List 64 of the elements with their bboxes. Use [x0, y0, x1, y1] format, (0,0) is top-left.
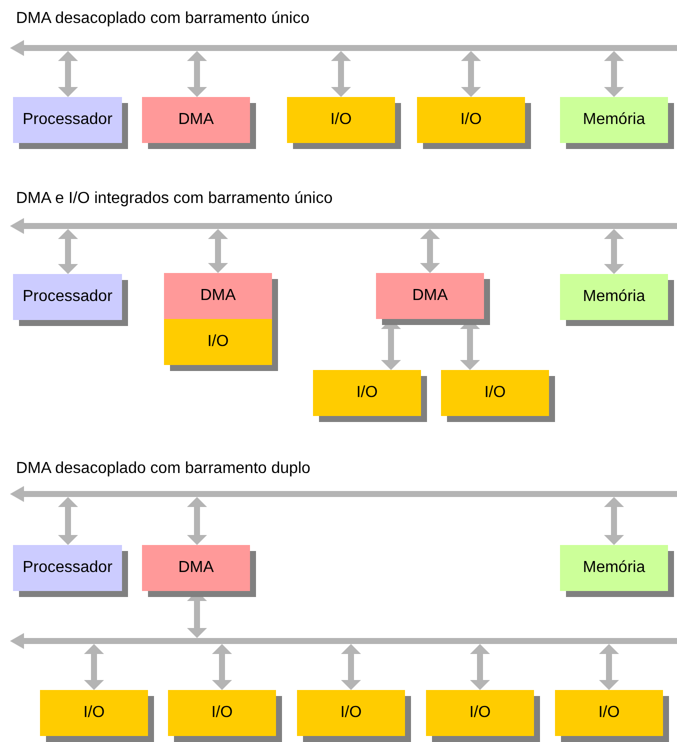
double-arrow [599, 644, 619, 690]
box-label: DMA [178, 559, 214, 577]
double-arrow [58, 229, 78, 274]
component-box [426, 690, 534, 736]
double-arrow [470, 644, 490, 690]
box-label: DMA [178, 111, 214, 129]
component-box [560, 97, 668, 143]
component-box [441, 370, 549, 416]
box-label: I/O [83, 704, 105, 722]
double-arrow [604, 51, 624, 97]
double-arrow [58, 497, 78, 545]
box-label: I/O [598, 704, 620, 722]
box-label: Processador [22, 559, 112, 577]
component-box [13, 97, 122, 143]
component-box [313, 370, 421, 416]
section-heading: DMA desacoplado com barramento duplo [16, 460, 310, 478]
box-label: I/O [330, 111, 352, 129]
double-arrow [208, 229, 228, 273]
box-label: I/O [460, 111, 482, 129]
component-box [142, 97, 250, 143]
box-label: Memória [582, 559, 646, 577]
component-box [164, 319, 272, 365]
box-label: DMA [412, 287, 448, 305]
component-box [13, 274, 122, 320]
component-box [417, 97, 525, 143]
double-arrow [461, 51, 481, 97]
double-arrow [341, 644, 361, 690]
box-label: Processador [22, 288, 112, 306]
box-label: I/O [211, 704, 233, 722]
box-label: I/O [340, 704, 362, 722]
box-label: Memória [582, 111, 646, 129]
component-box [376, 273, 484, 319]
double-arrow [420, 229, 440, 273]
double-arrow [604, 497, 624, 545]
double-arrow [212, 644, 232, 690]
double-arrow [331, 51, 351, 97]
box-label: I/O [484, 384, 506, 402]
section-heading: DMA e I/O integrados com barramento único [16, 190, 333, 208]
component-box [168, 690, 276, 736]
component-box [297, 690, 405, 736]
component-box [287, 97, 395, 143]
component-box [164, 273, 272, 319]
box-label: DMA [200, 287, 236, 305]
component-box [13, 545, 122, 591]
box-label: Memória [582, 288, 646, 306]
box-label: I/O [469, 704, 491, 722]
double-arrow [187, 51, 207, 97]
bus-bar [10, 633, 677, 649]
section-heading: DMA desacoplado com barramento único [16, 10, 310, 28]
double-arrow [58, 51, 78, 97]
bus-bar [10, 40, 677, 56]
double-arrow [84, 644, 104, 690]
bus-bar [10, 486, 677, 502]
box-label: Processador [22, 111, 112, 129]
component-box [560, 274, 668, 320]
component-box [40, 690, 148, 736]
box-label: I/O [356, 384, 378, 402]
double-arrow [604, 229, 624, 274]
component-box [560, 545, 668, 591]
bus-bar [10, 218, 677, 234]
component-box [555, 690, 663, 736]
double-arrow [187, 497, 207, 545]
component-box [142, 545, 250, 591]
box-label: I/O [207, 333, 229, 351]
